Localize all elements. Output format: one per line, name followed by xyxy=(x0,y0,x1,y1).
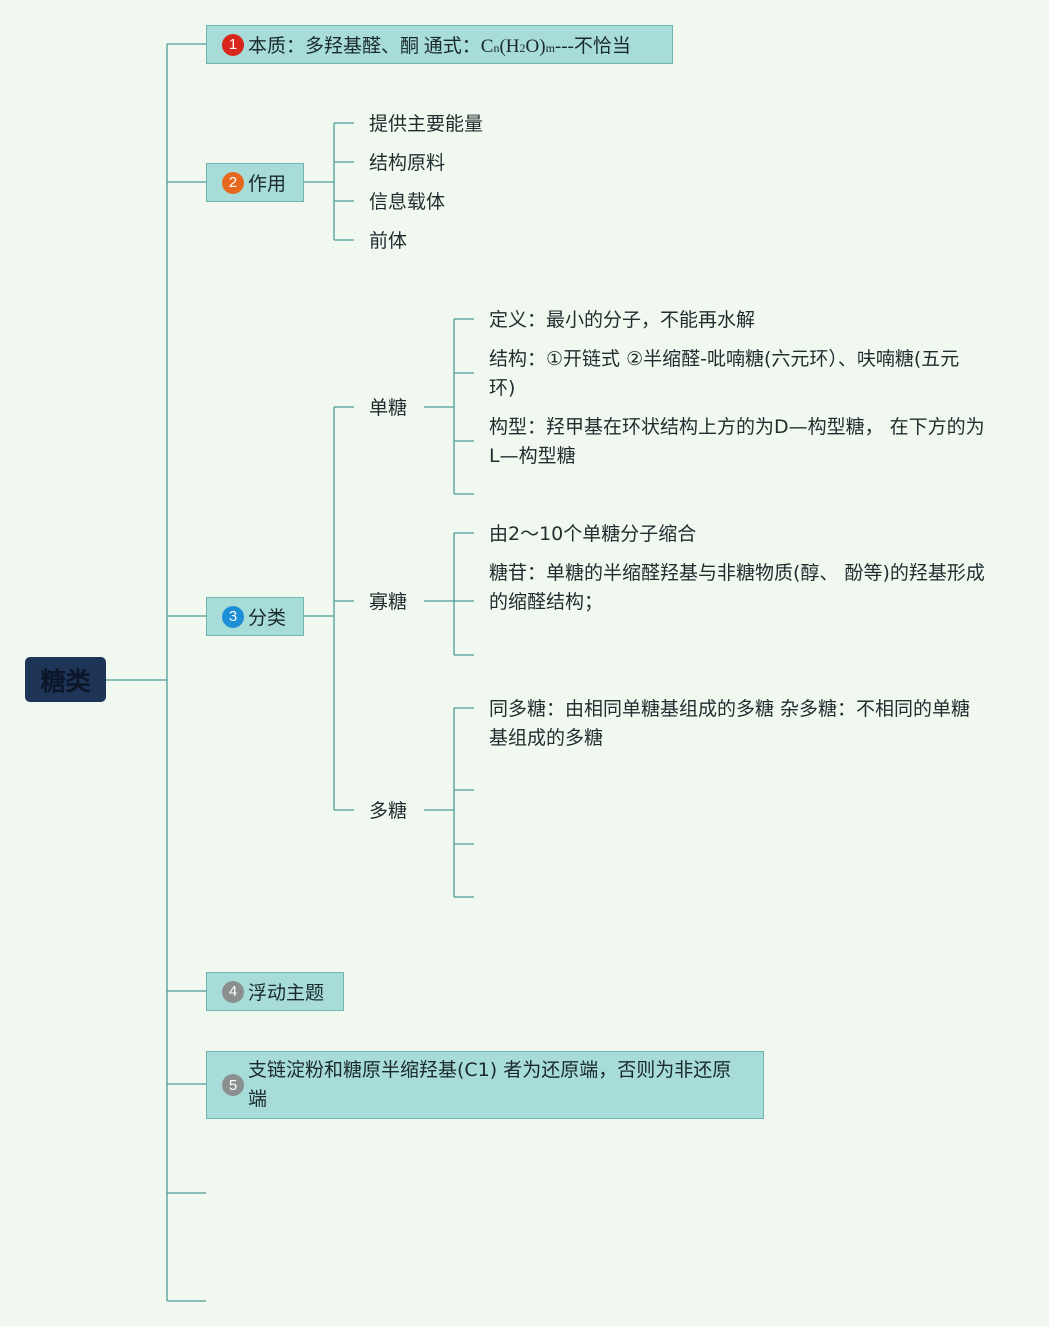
function-item[interactable]: 结构原料 xyxy=(369,152,446,174)
function-item[interactable]: 信息载体 xyxy=(369,191,446,213)
poly-detail[interactable]: 同多糖：由相同单糖基组成的多糖 杂多糖：不相同的单糖基组成的多糖 xyxy=(489,698,971,749)
number-badge: 5 xyxy=(222,1074,244,1096)
function-item[interactable]: 提供主要能量 xyxy=(369,113,484,135)
number-badge: 2 xyxy=(222,171,244,194)
number-badge: 3 xyxy=(222,605,244,628)
branch-classification[interactable]: 3 分类 xyxy=(206,597,304,636)
function-item[interactable]: 前体 xyxy=(369,230,408,252)
branch-essence[interactable]: 1 本质：多羟基醛、酮 通式：Cn(H2O)m---不恰当 xyxy=(206,25,673,64)
branch-reducing-end[interactable]: 5 支链淀粉和糖原半缩羟基(C1) 者为还原端，否则为非还原端 xyxy=(206,1051,764,1119)
root-node[interactable]: 糖类 xyxy=(25,657,106,702)
mono-detail[interactable]: 构型：羟甲基在环状结构上方的为D—构型糖， 在下方的为L—构型糖 xyxy=(489,416,985,467)
branch-essence-label: 本质：多羟基醛、酮 通式：Cn(H2O)m---不恰当 xyxy=(248,36,631,57)
branch-floating-topic-label: 浮动主题 xyxy=(248,982,325,1004)
category-polysaccharide[interactable]: 多糖 xyxy=(369,800,408,822)
branch-classification-label: 分类 xyxy=(248,607,287,629)
oligo-detail[interactable]: 糖苷：单糖的半缩醛羟基与非糖物质(醇、 酚等)的羟基形成的缩醛结构； xyxy=(489,562,985,613)
branch-reducing-end-label: 支链淀粉和糖原半缩羟基(C1) 者为还原端，否则为非还原端 xyxy=(248,1059,732,1110)
number-badge: 4 xyxy=(222,980,244,1003)
number-badge: 1 xyxy=(222,33,244,56)
category-oligosaccharide[interactable]: 寡糖 xyxy=(369,591,408,613)
oligo-detail[interactable]: 由2～10个单糖分子缩合 xyxy=(489,523,697,545)
branch-function-label: 作用 xyxy=(248,173,287,195)
mono-detail[interactable]: 结构：①开链式 ②半缩醛-吡喃糖(六元环）、呋喃糖(五元环) xyxy=(489,348,960,399)
branch-floating-topic[interactable]: 4 浮动主题 xyxy=(206,972,344,1011)
category-monosaccharide[interactable]: 单糖 xyxy=(369,397,408,419)
mono-detail[interactable]: 定义：最小的分子，不能再水解 xyxy=(489,309,756,331)
branch-function[interactable]: 2 作用 xyxy=(206,163,304,202)
